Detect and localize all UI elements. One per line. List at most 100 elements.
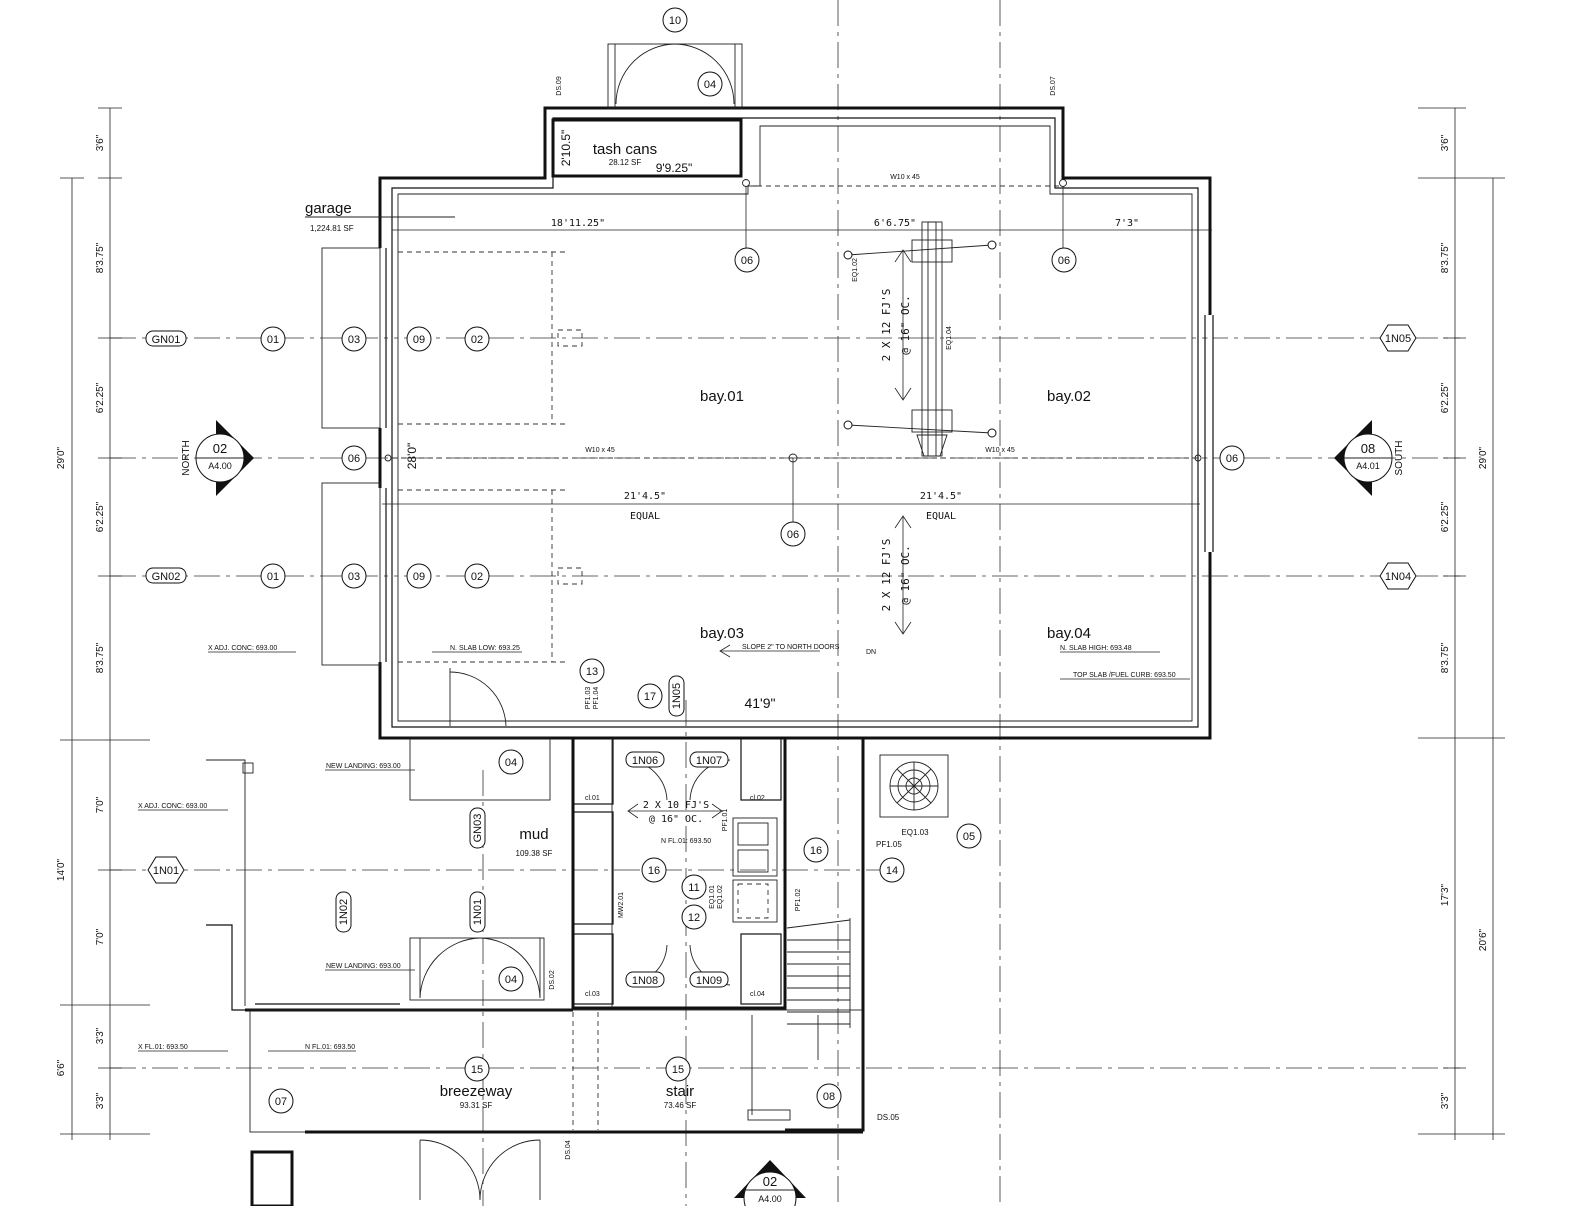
dim-equal-b: EQUAL (926, 511, 956, 522)
tag-eq102b: EQ1.02 (717, 885, 724, 909)
grid-1n09: 1N09 (696, 975, 722, 987)
tag-pf101: PF1.01 (722, 809, 729, 832)
key-11: 11 (688, 882, 699, 894)
note-nslab-low: N. SLAB LOW: 693.25 (450, 645, 520, 652)
dim-right-1: 3'6" (1440, 134, 1451, 151)
grid-1n01: 1N01 (153, 865, 179, 877)
dim-right-5: 8'3.75" (1440, 642, 1451, 673)
tag-ds07: DS.07 (1050, 76, 1057, 96)
note-joist-1-oc: @ 16" OC. (899, 295, 912, 355)
grid-1n08: 1N08 (632, 975, 658, 987)
key-15-a: 15 (471, 1064, 483, 1076)
key-02-b: 02 (471, 571, 483, 583)
grid-bubbles: GN01 GN02 GN03 1N02 1N01 1N05 1N01 1N05 … (145, 324, 1417, 988)
grid-gn01: GN01 (152, 334, 181, 346)
garage-walls (321, 43, 1214, 740)
dim-left-3: 6'2.25" (95, 382, 106, 413)
note-beam-left: W10 x 45 (585, 447, 615, 454)
tag-eq103: EQ1.03 (901, 828, 929, 837)
dim-left-8: 3'3" (95, 1027, 106, 1044)
section-north-sheet: A4.00 (208, 461, 232, 471)
section-south-number: 08 (1361, 441, 1375, 456)
room-labels: garage 1,224.81 SF tash cans 28.12 SF 9'… (305, 130, 1091, 1110)
key-06-c: 06 (348, 453, 360, 465)
note-x-floor: X FL.01: 693.50 (138, 1044, 188, 1051)
tag-ds02: DS.02 (549, 970, 556, 990)
room-mud-area: 109.38 SF (516, 849, 553, 858)
room-tash-width: 9'9.25" (656, 161, 693, 175)
dim-right-4: 6'2.25" (1440, 501, 1451, 532)
room-bay-02: bay.02 (1047, 388, 1091, 405)
note-joist-mud: 2 X 10 FJ'S (643, 800, 709, 811)
dim-left-9: 3'3" (95, 1092, 106, 1109)
dim-top-b: 6'6.75" (874, 218, 916, 229)
key-12: 12 (688, 912, 700, 924)
room-tash-height: 2'10.5" (559, 130, 573, 167)
note-xadj-1: X ADJ. CONC: 693.00 (208, 645, 277, 652)
key-06-d: 06 (1226, 453, 1238, 465)
dim-left-total-3: 6'6" (56, 1059, 67, 1076)
tag-pf103: PF1.03 (585, 687, 592, 710)
grid-gn03: GN03 (472, 814, 484, 843)
key-10: 10 (669, 15, 681, 27)
grid-1n04: 1N04 (1385, 571, 1411, 583)
note-mud-floor: N FL.01: 693.50 (661, 838, 711, 845)
tag-ds09: DS.09 (556, 76, 563, 96)
dim-mid-a: 21'4.5" (624, 491, 666, 502)
room-bay-03: bay.03 (700, 625, 744, 642)
key-15-b: 15 (672, 1064, 684, 1076)
tag-eq101: EQ1.01 (709, 885, 716, 909)
room-tash: tash cans (593, 141, 657, 158)
tag-pf104: PF1.04 (593, 687, 600, 710)
section-bottom-number: 02 (763, 1174, 777, 1189)
note-south: SOUTH (1394, 441, 1405, 476)
key-16-a: 16 (810, 845, 822, 857)
tag-eq104: EQ1.04 (946, 326, 953, 350)
note-joist-2-oc: @ 16" OC. (899, 545, 912, 605)
dim-top-c: 7'3" (1115, 218, 1139, 229)
key-06-b: 06 (1058, 255, 1070, 267)
vehicle-lift (843, 221, 997, 457)
key-09-a: 09 (413, 334, 425, 346)
key-16-b: 16 (648, 865, 660, 877)
plan-dimensions: 18'11.25" 6'6.75" 7'3" 21'4.5" 21'4.5" E… (405, 218, 1139, 711)
room-garage: garage (305, 200, 352, 217)
tag-pf102: PF1.02 (795, 889, 802, 912)
grid-1n05: 1N05 (1385, 333, 1411, 345)
tag-cl01: cl.01 (585, 795, 600, 802)
note-north: NORTH (181, 440, 192, 475)
note-nslab-high: N. SLAB HIGH: 693.48 (1060, 645, 1132, 652)
note-slope: SLOPE 2" TO NORTH DOORS (742, 644, 840, 651)
dim-right-3: 6'2.25" (1440, 382, 1451, 413)
key-04-mid: 04 (505, 757, 517, 769)
room-mud: mud (519, 826, 548, 843)
note-down: DN (866, 649, 876, 656)
room-bay-04: bay.04 (1047, 625, 1091, 642)
key-03-b: 03 (348, 571, 360, 583)
dim-equal-a: EQUAL (630, 511, 660, 522)
note-beam-right: W10 x 45 (985, 447, 1015, 454)
grid-1n07: 1N07 (696, 755, 722, 767)
key-01-b: 01 (267, 571, 279, 583)
room-garage-area: 1,224.81 SF (310, 224, 354, 233)
note-landing-2: NEW LANDING: 693.00 (326, 963, 401, 970)
grid-gn02: GN02 (152, 571, 181, 583)
key-08: 08 (823, 1091, 835, 1103)
left-dimensions: 3'6" 8'3.75" 6'2.25" 6'2.25" 8'3.75" 7'0… (56, 107, 150, 1140)
grid-1n01-vert: 1N01 (472, 899, 484, 925)
note-beam-top: W10 x 45 (890, 174, 920, 181)
key-03-a: 03 (348, 334, 360, 346)
key-06-e: 06 (787, 529, 799, 541)
grid-1n02: 1N02 (338, 899, 350, 925)
room-stair: stair (666, 1083, 694, 1100)
section-south-sheet: A4.01 (1356, 461, 1380, 471)
dim-left-6: 7'0" (95, 796, 106, 813)
dim-door-height: 28'0" (405, 443, 419, 470)
tag-eq102: EQ1.02 (852, 258, 859, 282)
dim-right-total-2: 20'6" (1478, 928, 1489, 951)
note-joist-2: 2 X 12 FJ'S (880, 539, 893, 612)
dim-overall: 41'9" (744, 695, 775, 711)
key-04-bottom: 04 (505, 974, 517, 986)
room-tash-area: 28.12 SF (609, 158, 642, 167)
